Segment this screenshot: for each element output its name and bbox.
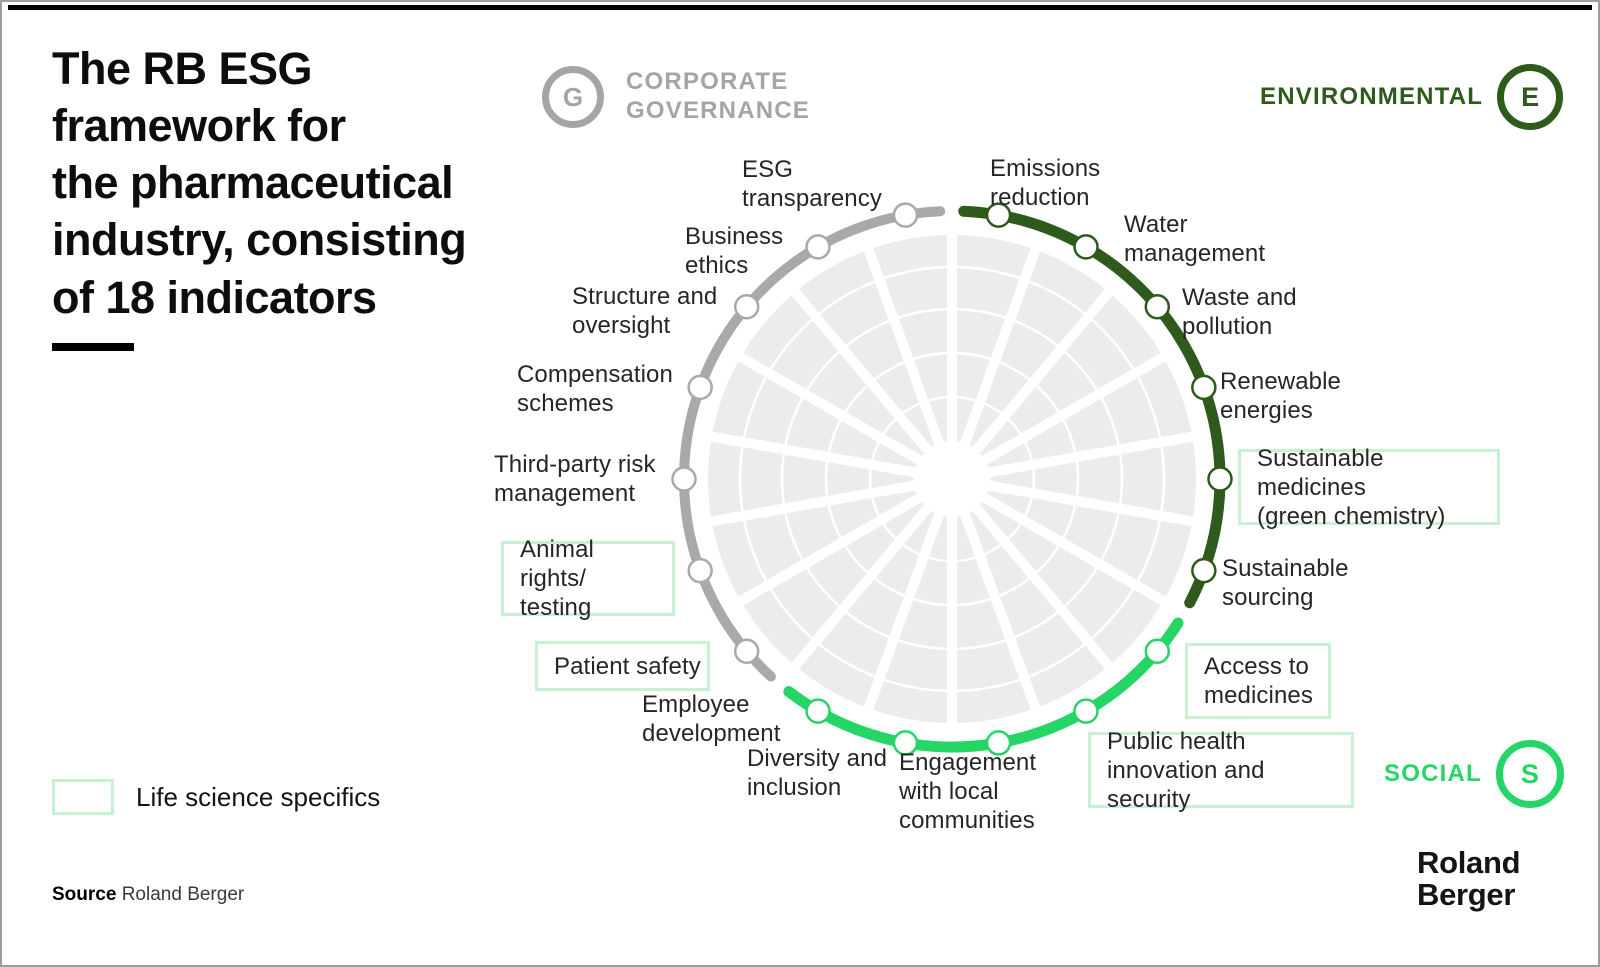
indicator-node [1207,466,1233,492]
environmental-header: ENVIRONMENTAL E [1260,64,1564,130]
indicator-box-label: Patient safety [535,641,710,691]
source-value: Roland Berger [121,884,245,905]
indicator-node [1144,638,1171,665]
source-label: Source [52,884,117,905]
title-underline [52,343,134,351]
indicator-label: ESG transparency [742,156,882,212]
environmental-circle-icon: E [1497,64,1564,130]
indicator-label: Renewable energies [1220,368,1341,424]
social-circle-icon: S [1495,740,1564,808]
indicator-label: Business ethics [685,223,784,279]
indicator-label: Employee development [642,691,781,747]
indicator-box-label: Public health innovation and security [1088,728,1354,813]
indicator-box-label: Sustainable medicines (green chemistry) [1238,445,1500,530]
wedge-ring [780,307,1124,651]
roland-berger-logo: Roland Berger [1417,845,1521,912]
top-rule [8,5,1592,10]
page-title: The RB ESG framework for the pharmaceuti… [52,43,467,323]
legend-swatch [52,779,114,815]
indicator-node [985,730,1012,756]
indicator-node [687,374,713,401]
indicator-node [1191,374,1217,401]
governance-header: G CORPORATE GOVERNANCE [542,66,810,128]
indicator-label: Structure and oversight [572,283,718,339]
wedge-ring [738,265,1166,693]
indicator-label: Emissions reduction [990,155,1101,211]
indicator-box-label: Access to medicines [1185,643,1331,719]
indicator-label: Diversity and inclusion [747,745,888,801]
indicator-label: Waste and pollution [1182,284,1297,340]
social-label: SOCIAL [1384,759,1482,787]
arc-environmental [958,205,1226,609]
legend-label: Life science specifics [136,781,381,812]
indicator-node [671,466,697,492]
indicator-label: Third-party risk management [494,451,656,507]
legend: Life science specifics [52,778,380,816]
social-header: SOCIAL S [1384,740,1564,808]
indicator-label: Compensation schemes [517,361,673,417]
indicator-node [1191,557,1217,584]
indicator-node [1144,293,1171,320]
wheel-hub [914,441,990,517]
indicator-node [985,202,1012,228]
indicator-node [1073,234,1099,260]
wedge-ring [868,395,1036,563]
wedge-ring [824,351,1080,607]
indicator-node [892,202,919,228]
indicator-node [805,698,831,724]
indicator-label: Water management [1124,211,1266,267]
indicator-node [1073,698,1099,724]
governance-circle-icon: G [542,66,604,128]
indicator-label: Sustainable sourcing [1222,555,1349,611]
indicator-node [733,638,760,665]
governance-label: CORPORATE GOVERNANCE [626,68,811,124]
indicator-node [892,730,919,756]
environmental-label: ENVIRONMENTAL [1260,82,1484,110]
indicator-node [687,557,713,584]
indicator-box-label: Animal rights/ testing [501,536,675,621]
indicator-node [733,293,760,320]
indicator-label: Engagement with local communities [899,749,1037,834]
source-line: Source Roland Berger [52,884,244,906]
indicator-node [805,234,831,260]
